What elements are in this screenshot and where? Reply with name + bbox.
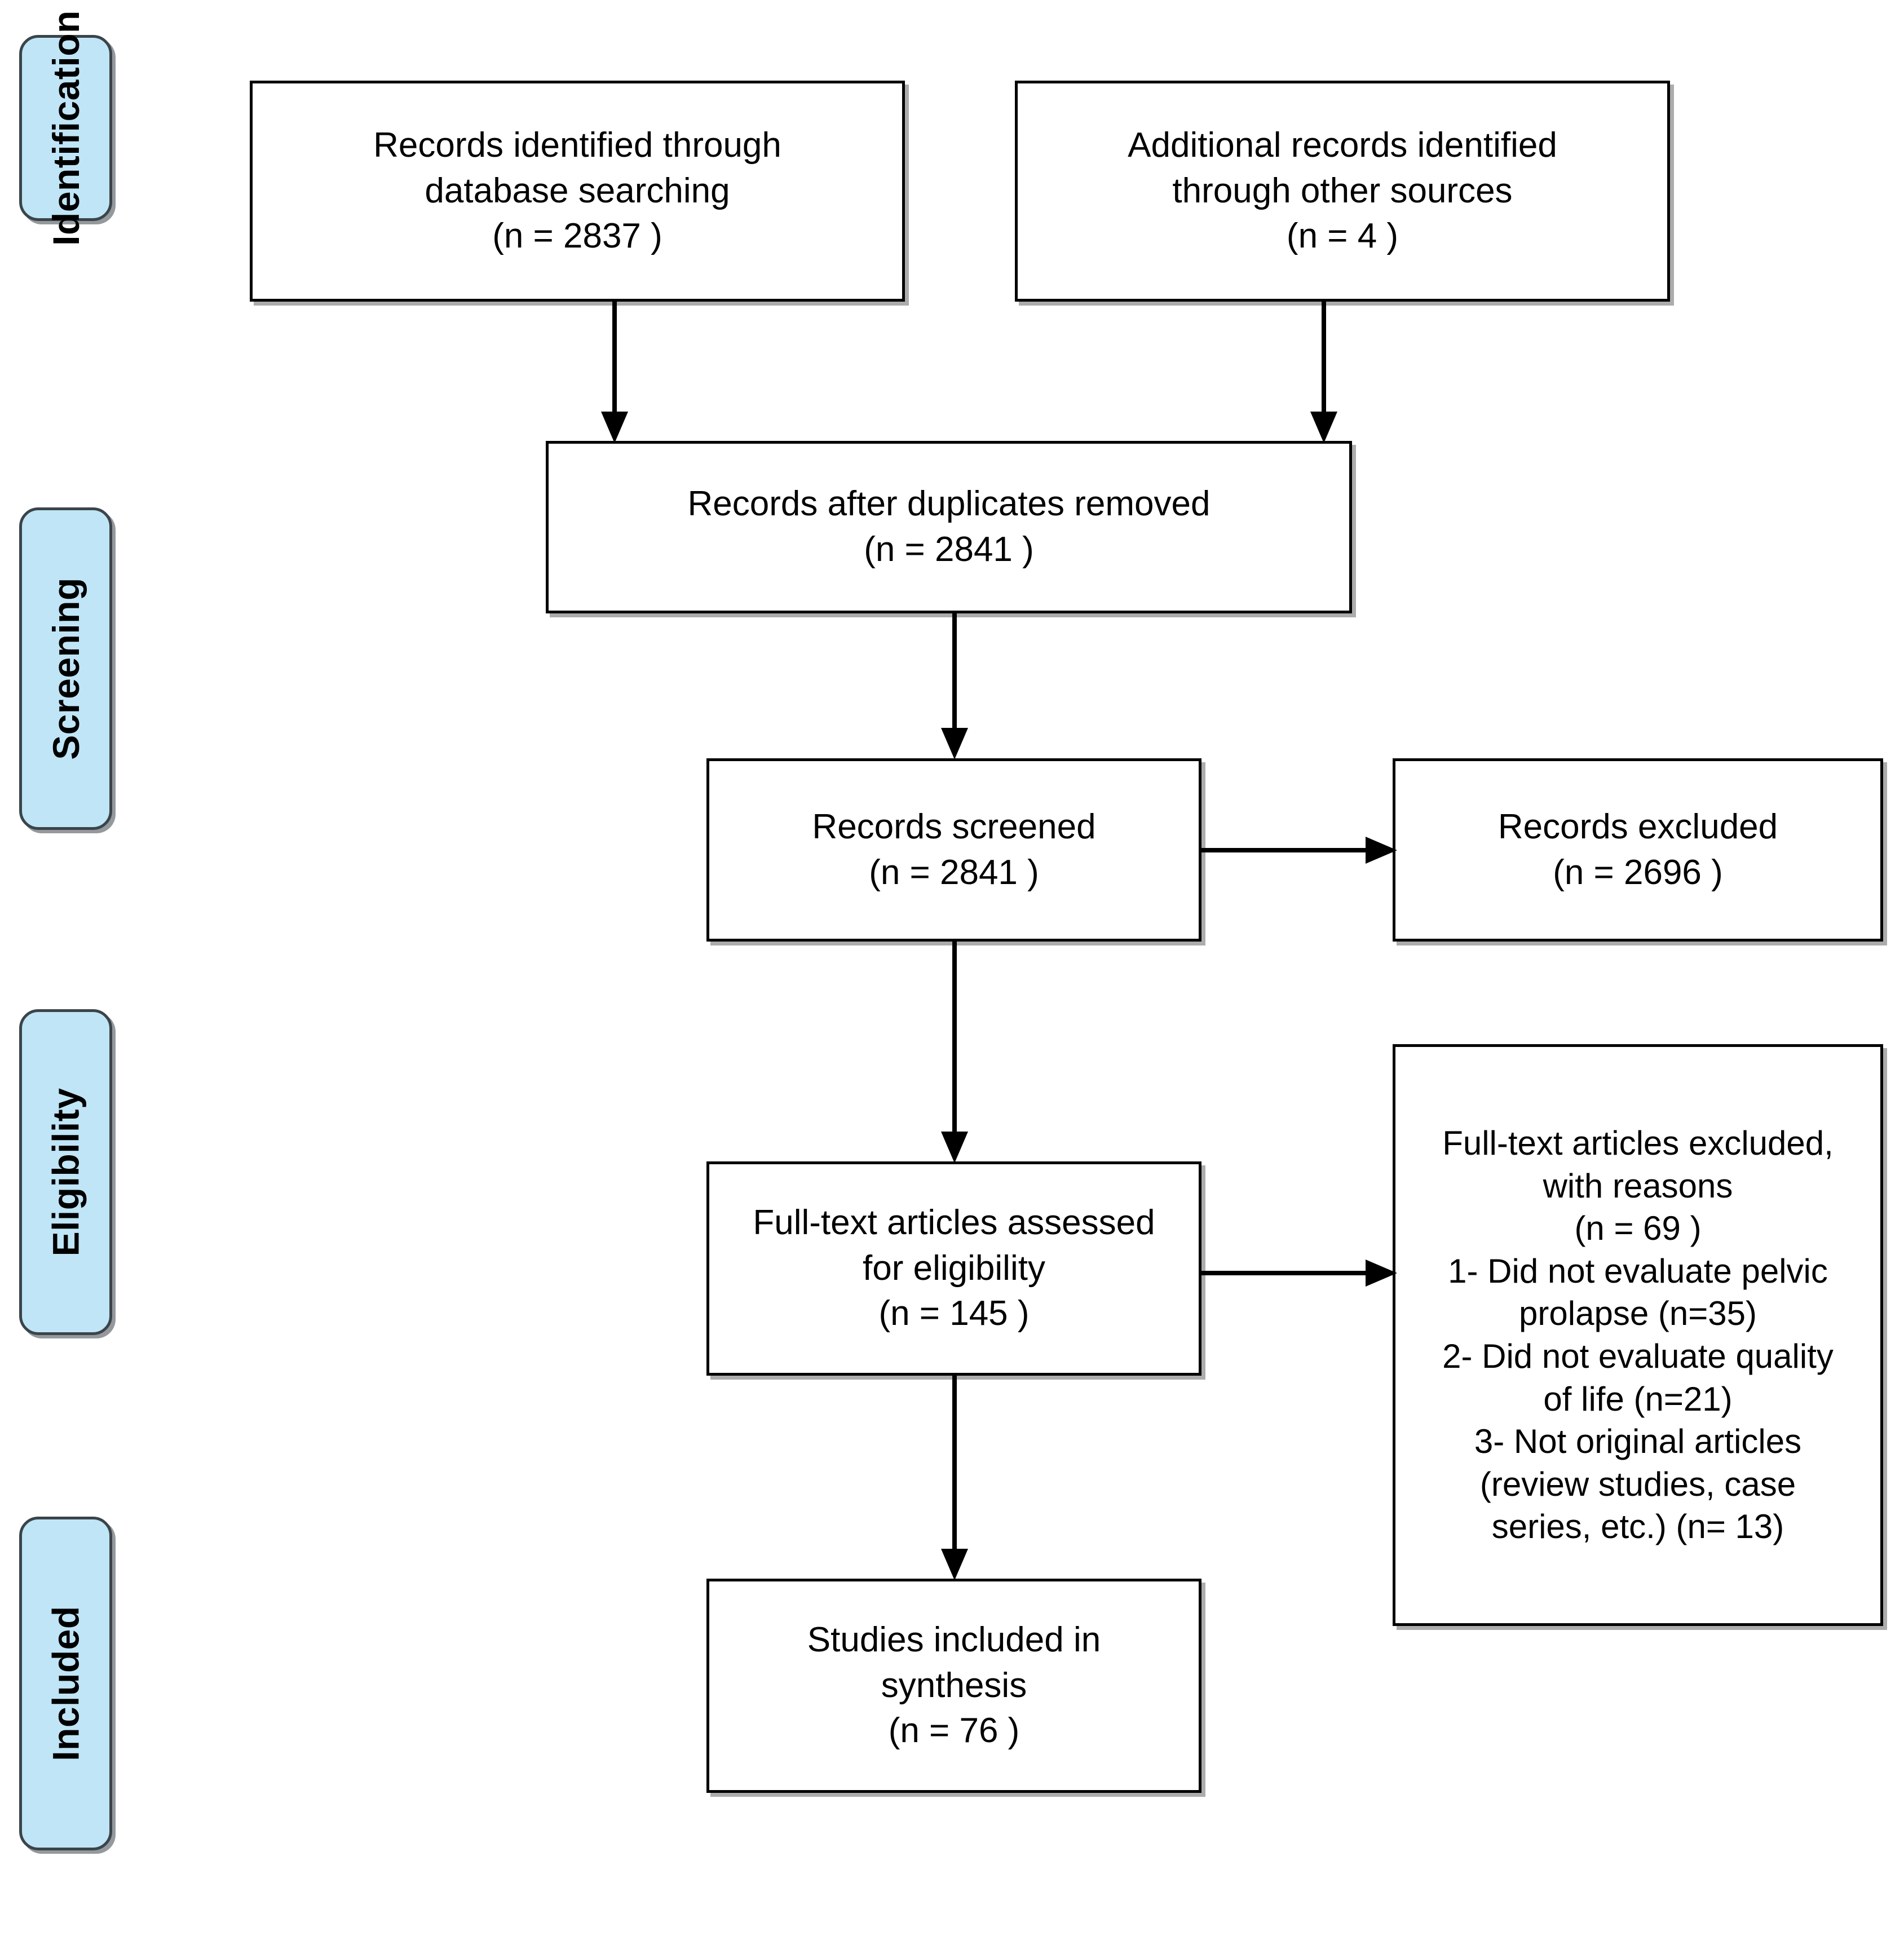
- box-line: through other sources: [1172, 171, 1513, 210]
- stage-label-eligibility: Eligibility: [45, 1088, 87, 1257]
- box-records-identified-database: Records identified through database sear…: [250, 81, 905, 302]
- connector-db-search-to-duplicates: [598, 299, 631, 445]
- box-line: (n = 145 ): [878, 1294, 1030, 1333]
- box-line: Full-text articles assessed: [753, 1203, 1155, 1243]
- box-studies-included-synthesis: Studies included in synthesis (n = 76 ): [706, 1579, 1201, 1793]
- box-records-after-duplicates-removed: Records after duplicates removed (n = 28…: [546, 441, 1352, 613]
- box-line: (n = 69 ): [1574, 1209, 1702, 1248]
- box-line: prolapse (n=35): [1519, 1294, 1757, 1333]
- box-line: (n = 2837 ): [492, 216, 662, 256]
- box-line: Records excluded: [1497, 807, 1778, 846]
- box-fulltext-assessed-eligibility: Full-text articles assessed for eligibil…: [706, 1161, 1201, 1376]
- connector-records-screened-to-records-excluded: [1199, 833, 1402, 867]
- box-line: of life (n=21): [1543, 1380, 1733, 1418]
- stage-tab-included: Included: [19, 1517, 112, 1850]
- connector-duplicates-to-records-screened: [938, 611, 971, 762]
- box-line: (n = 4 ): [1286, 216, 1399, 256]
- box-fulltext-excluded-with-reasons: Full-text articles excluded, with reason…: [1393, 1044, 1883, 1626]
- box-line: (n = 2696 ): [1553, 852, 1723, 892]
- box-line: 1- Did not evaluate pelvic: [1448, 1252, 1828, 1290]
- box-line: with reasons: [1543, 1167, 1733, 1205]
- stage-tab-eligibility: Eligibility: [19, 1009, 112, 1335]
- stage-label-screening: Screening: [45, 577, 87, 760]
- box-line: Full-text articles excluded,: [1442, 1124, 1834, 1163]
- box-line: Records screened: [812, 807, 1096, 846]
- stage-tab-identification: Identification: [19, 10, 112, 246]
- box-line: Additional records identified: [1128, 126, 1557, 165]
- connector-records-screened-to-fulltext-assessed: [938, 939, 971, 1165]
- stage-tab-screening: Screening: [19, 507, 112, 830]
- stage-label-included: Included: [45, 1606, 87, 1761]
- box-line: 2- Did not evaluate quality: [1442, 1337, 1834, 1375]
- box-line: (n = 2841 ): [864, 530, 1034, 569]
- box-line: (n = 76 ): [888, 1711, 1020, 1751]
- box-line: Records identified through: [373, 126, 781, 165]
- box-records-excluded: Records excluded (n = 2696 ): [1393, 758, 1883, 942]
- box-line: database searching: [425, 171, 730, 210]
- box-line: series, etc.) (n= 13): [1491, 1508, 1784, 1546]
- stage-label-identification: Identification: [45, 10, 87, 246]
- box-additional-records-other-sources: Additional records identified through ot…: [1015, 81, 1670, 302]
- box-line: synthesis: [881, 1665, 1027, 1705]
- connector-fulltext-assessed-to-studies-included: [938, 1373, 971, 1583]
- box-line: 3- Not original articles: [1474, 1422, 1802, 1461]
- box-records-screened: Records screened (n = 2841 ): [706, 758, 1201, 942]
- connector-fulltext-assessed-to-fulltext-excluded: [1199, 1256, 1402, 1290]
- box-line: (review studies, case: [1479, 1465, 1796, 1503]
- connector-other-sources-to-duplicates: [1307, 299, 1341, 445]
- box-line: Studies included in: [807, 1620, 1101, 1660]
- box-line: for eligibility: [863, 1248, 1045, 1288]
- box-line: (n = 2841 ): [869, 852, 1039, 892]
- box-line: Records after duplicates removed: [687, 484, 1211, 524]
